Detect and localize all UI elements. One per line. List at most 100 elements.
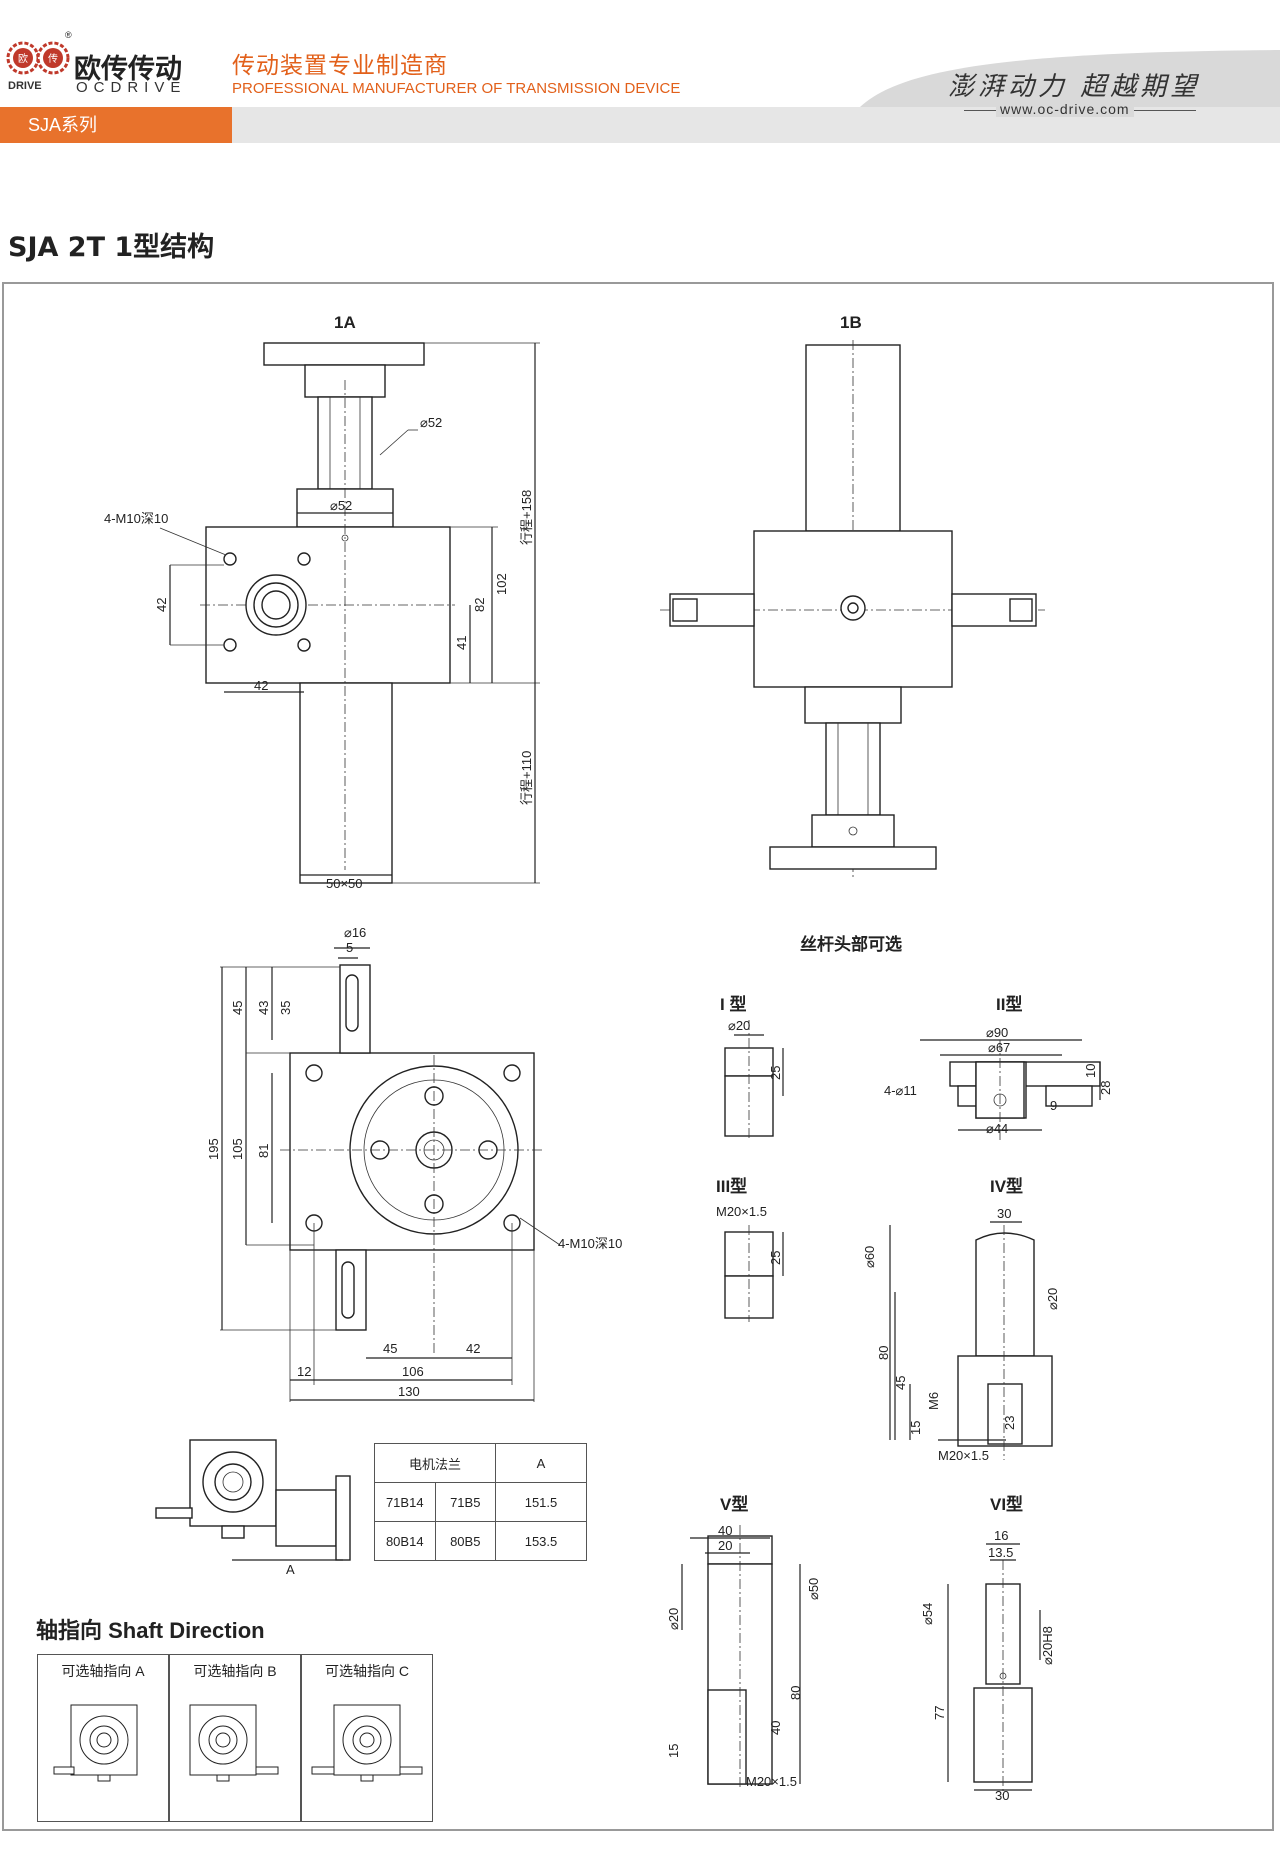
lower-collar xyxy=(804,686,902,724)
dim-label: ⌀52 xyxy=(330,498,352,513)
dim-label: 102 xyxy=(494,573,509,595)
type-title: II型 xyxy=(996,994,1022,1014)
dim-label: 40 xyxy=(768,1721,783,1735)
dim-label: 9 xyxy=(1050,1098,1057,1113)
type-title: V型 xyxy=(720,1494,748,1514)
dim-label: 82 xyxy=(472,598,487,612)
dim-label: 15 xyxy=(908,1421,923,1435)
holes-label: 4-M10深10 xyxy=(558,1236,622,1251)
type-iii: III型 M20×1.5 25 xyxy=(716,1176,784,1322)
dim-label: 195 xyxy=(206,1138,221,1160)
dim-label: 105 xyxy=(230,1138,245,1160)
shaft-option-label: 可选轴指向 C xyxy=(325,1663,409,1679)
motor-adapter xyxy=(275,1489,337,1547)
table-cell: 80B5 xyxy=(434,1521,496,1561)
dim-label: 45 xyxy=(893,1376,908,1390)
shaft-direction-title: 轴指向 Shaft Direction xyxy=(36,1618,265,1643)
table-cell: 71B5 xyxy=(434,1482,496,1522)
motor-dim-a: A xyxy=(286,1562,295,1577)
dim-label: 12 xyxy=(297,1364,311,1379)
table-cell: 80B14 xyxy=(374,1521,436,1561)
dim-label: 25 xyxy=(768,1251,783,1265)
shaft-option-a[interactable]: 可选轴指向 A xyxy=(37,1654,169,1822)
type-i: I 型 ⌀20 25 xyxy=(720,994,784,1140)
table-cell: 151.5 xyxy=(495,1482,587,1522)
type-title: VI型 xyxy=(990,1494,1023,1514)
dim-label: ⌀54 xyxy=(920,1603,935,1625)
shaft-option-label: 可选轴指向 A xyxy=(61,1663,145,1679)
registered-mark: ® xyxy=(65,30,72,40)
dim-label: 50×50 xyxy=(326,876,363,891)
dim-label: ⌀20H8 xyxy=(1040,1626,1055,1665)
tapped-hole xyxy=(297,638,311,652)
dim-label: ⌀50 xyxy=(806,1578,821,1600)
dim-label: 43 xyxy=(256,1001,271,1015)
dim-label: 行程+158 xyxy=(519,490,534,545)
screw-head-title: 丝杆头部可选 xyxy=(800,934,902,954)
logo-mark-right: 传 xyxy=(48,53,58,65)
table-cell: 71B14 xyxy=(374,1482,436,1522)
dim-label: 81 xyxy=(256,1144,271,1158)
type-title: III型 xyxy=(716,1176,747,1196)
dim-label: 行程+110 xyxy=(519,751,534,805)
dim-label: M20×1.5 xyxy=(746,1774,797,1789)
dim-label: 4-⌀11 xyxy=(884,1083,917,1098)
dim-label: 28 xyxy=(1098,1081,1113,1095)
type-title: I 型 xyxy=(720,994,746,1014)
logo-drive-text: DRIVE xyxy=(8,80,42,92)
drawing-frame xyxy=(2,282,1274,1831)
dim-label: ⌀90 xyxy=(986,1025,1008,1040)
dim-label: 30 xyxy=(995,1788,1009,1803)
dim-label: 13.5 xyxy=(988,1545,1013,1560)
dim-label: ⌀44 xyxy=(986,1121,1008,1136)
header-band xyxy=(0,0,1280,143)
dim-label: 42 xyxy=(466,1341,480,1356)
top-plate xyxy=(263,342,425,366)
dim-label: 41 xyxy=(454,636,469,650)
input-shaft-bore xyxy=(261,590,291,620)
dim-label: 42 xyxy=(254,678,268,693)
table-header: 电机法兰 xyxy=(374,1443,496,1483)
shaft-option-b[interactable]: 可选轴指向 B xyxy=(169,1654,301,1822)
dim-label: M20×1.5 xyxy=(938,1448,989,1463)
dim-label: 10 xyxy=(1083,1064,1098,1078)
dim-label: M20×1.5 xyxy=(716,1204,767,1219)
dim-label: M6 xyxy=(926,1392,941,1410)
logo-gear-icon: 欧 传 xyxy=(6,41,70,75)
shaft-option-c[interactable]: 可选轴指向 C xyxy=(301,1654,433,1822)
shaft-b-diagram xyxy=(189,1704,279,1782)
tapped-hole xyxy=(223,638,237,652)
protective-tube xyxy=(299,682,393,884)
logo-chinese: 欧传传动 xyxy=(74,54,182,85)
logo-mark-left: 欧 xyxy=(18,53,28,65)
motor-flange-table: 电机法兰 A 71B14 71B5 151.5 80B14 80B5 153.5 xyxy=(374,1443,587,1561)
dim-label: 40 xyxy=(718,1523,732,1538)
dim-label: ⌀16 xyxy=(344,925,366,940)
shaft-c-diagram xyxy=(311,1704,423,1782)
slogan: 澎湃动力 超越期望 xyxy=(948,72,1201,102)
type-vi: VI型 16 13.5 ⌀54 ⌀20H8 77 30 xyxy=(920,1494,1055,1803)
table-row: 80B14 80B5 153.5 xyxy=(374,1521,587,1561)
bottom-plate xyxy=(769,846,937,870)
dim-label: 23 xyxy=(1002,1416,1017,1430)
table-cell: 153.5 xyxy=(495,1521,587,1561)
shaft-a-diagram xyxy=(53,1704,138,1782)
tagline-english: PROFESSIONAL MANUFACTURER OF TRANSMISSIO… xyxy=(232,80,681,97)
screw-head-options: 丝杆头部可选 I 型 ⌀20 25 II型 ⌀90 xyxy=(666,934,1113,1803)
logo-english: OCDRIVE xyxy=(76,79,187,96)
type-iv: IV型 30 ⌀60 ⌀20 80 45 M6 15 23 M20×1.5 xyxy=(862,1176,1060,1463)
dim-label: 42 xyxy=(154,598,169,612)
dim-label: 45 xyxy=(230,1001,245,1015)
tapped-hole xyxy=(297,552,311,566)
dim-label: ⌀20 xyxy=(1045,1288,1060,1310)
dim-label: 80 xyxy=(876,1346,891,1360)
dim-label: 30 xyxy=(997,1206,1011,1221)
dim-label: 5 xyxy=(346,940,353,955)
top-view: ⌀16 5 45 43 35 195 105 81 45 42 12 106 1… xyxy=(206,925,622,1402)
screw-lower xyxy=(825,722,881,816)
dim-label: 80 xyxy=(788,1686,803,1700)
type-ii: II型 ⌀90 ⌀67 4-⌀11 10 28 9 ⌀44 xyxy=(884,994,1113,1140)
view-1b-title: 1B xyxy=(840,313,862,332)
view-1a: 1A ⌀52 4-M10深10 ⌀5 xyxy=(104,313,540,891)
series-tab[interactable]: SJA系列 xyxy=(0,107,232,143)
